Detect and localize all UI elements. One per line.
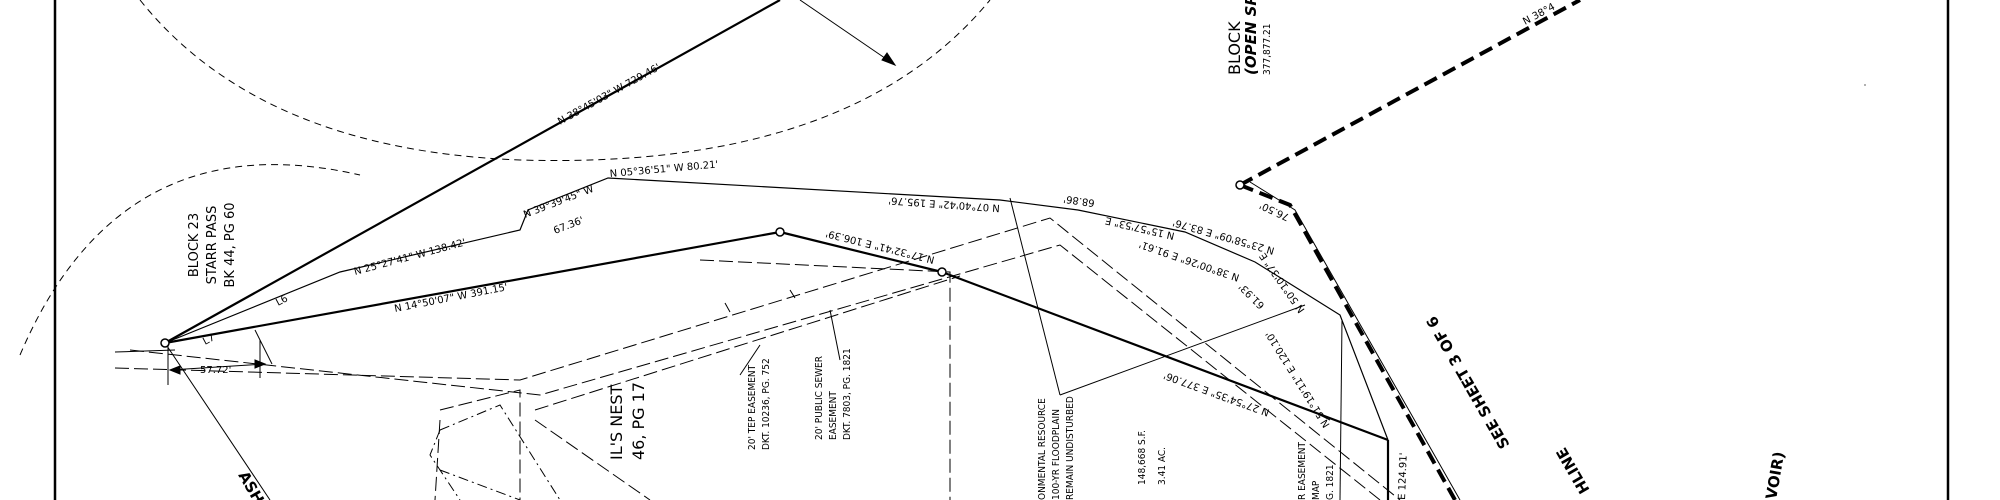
phase-line-inner [1249, 181, 1461, 500]
sheet-border [53, 0, 1950, 500]
line-label-l6: L6 [274, 293, 290, 308]
traverse-lines [164, 177, 1389, 441]
map-easement-line1: R EASEMENT [1297, 441, 1308, 500]
dashed-circle-arc [19, 0, 991, 356]
easement-lines [114, 217, 1401, 500]
sewer-easement-line1: 20' PUBLIC SEWER [814, 356, 825, 440]
block-23-subdivision: STARR PASS [205, 206, 220, 285]
block-open-space-label: BLOCK (OPEN SP 377,877.21 [1225, 0, 1273, 75]
reservoir-label: VOIR) [1762, 450, 1788, 500]
map-easement-line3: G. 1821 [1325, 464, 1336, 500]
hawks-nest-book: 46, PG 17 [629, 382, 648, 460]
dimension-label: 57.72' [200, 365, 231, 376]
bearing-b4: N 05°36'51" W 80.21' [609, 160, 718, 180]
speck [1864, 84, 1866, 86]
sewer-easement-line2: EASEMENT [828, 391, 839, 440]
bearing-b7: N 17°32'41" E 106.39' [825, 227, 936, 265]
bearing-b11: N 38°00'26" E 91.61' [1138, 238, 1241, 283]
environmental-line1: ONMENTAL RESOURCE [1037, 398, 1048, 500]
sheet-reference: SEE SHEET 3 OF 6 [1423, 313, 1514, 452]
boundary-lines [164, 0, 1390, 500]
environmental-note: ONMENTAL RESOURCE 100-YR FLOODPLAIN REMA… [1037, 396, 1076, 500]
bearing-b3-distance: 67.36' [552, 215, 585, 237]
bearing-b3: N 39°39'45" W [522, 184, 595, 221]
bearing-b14: 61.93' [1237, 281, 1267, 311]
open-space-area: 377,877.21 [1262, 24, 1273, 76]
bearing-b10: N 23°58'09" E 83.76' [1172, 216, 1276, 256]
environmental-line2: 100-YR FLOODPLAIN [1051, 409, 1062, 500]
bearing-b1: N 38°45'03" W 729.46' [556, 62, 662, 127]
survey-points [160, 180, 1245, 348]
parcel-area-sf: 148,668 S.F. [1137, 430, 1148, 485]
open-space-block-name: BLOCK [1225, 21, 1244, 75]
tick-marks [724, 289, 796, 313]
matchline-label: HLINE [1553, 444, 1594, 497]
block-23-label: BLOCK 23 STARR PASS BK 44, PG 60 [187, 203, 238, 288]
line-label-l7: L7 [201, 332, 217, 347]
parcel-area-note: 148,668 S.F. 3.41 AC. [1137, 430, 1168, 485]
tie-lines [114, 329, 273, 500]
street-label: ASH [235, 468, 268, 500]
tep-easement-note: 20' TEP EASEMENT DKT. 10236, PG. 752 [747, 358, 772, 450]
bearing-b15: N 51°19'11" E 120.10' [1264, 329, 1332, 429]
block-23-book: BK 44, PG 60 [223, 203, 238, 288]
leader-lines [739, 197, 1343, 500]
sewer-easement-note: 20' PUBLIC SEWER EASEMENT DKT. 7803, PG.… [814, 348, 853, 440]
parcel-area-ac: 3.41 AC. [1157, 447, 1168, 485]
map-easement-line2: MAP [1311, 480, 1322, 500]
open-space-subtitle: (OPEN SP [1242, 0, 1260, 75]
sewer-easement-line3: DKT. 7803, PG. 1821 [842, 348, 853, 440]
hawks-nest-label: IL'S NEST 46, PG 17 [607, 382, 648, 460]
bearing-b17: E 124.91' [1397, 452, 1410, 500]
bearing-b2: N 25°27'41" W 138.42' [353, 237, 467, 277]
tep-easement-line2: DKT. 10236, PG. 752 [761, 358, 772, 450]
bearing-b8: 68.86' [1063, 193, 1096, 208]
hawks-nest-name: IL'S NEST [607, 384, 626, 460]
environmental-line3: REMAIN UNDISTURBED [1065, 396, 1076, 500]
radius-line [799, 0, 897, 67]
lot-lines [429, 404, 561, 500]
block-23-name: BLOCK 23 [187, 213, 202, 277]
phase-line [1239, 0, 1581, 500]
map-easement-note: R EASEMENT MAP G. 1821 [1297, 441, 1336, 500]
tep-easement-line1: 20' TEP EASEMENT [747, 364, 758, 450]
